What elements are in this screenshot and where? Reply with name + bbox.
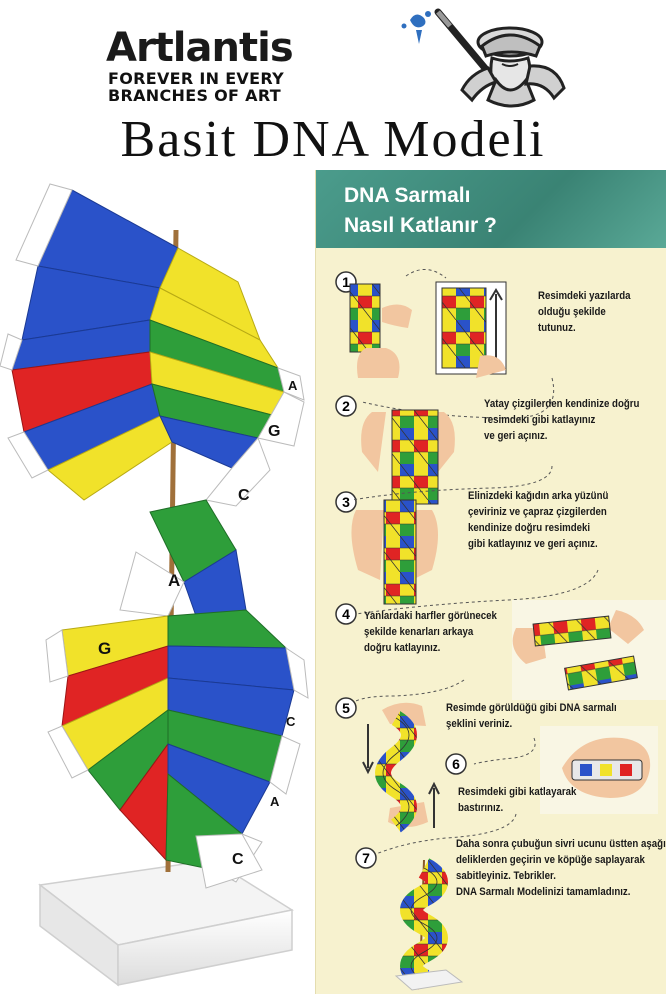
- dna-letter: A: [168, 571, 180, 590]
- dna-lower-helix: [45, 609, 309, 889]
- brand-tagline-line-1: FOREVER IN EVERY: [108, 69, 284, 88]
- artist-mascot-icon: [401, 8, 566, 108]
- instruction-card: DNA Sarmalı Nasıl Katlanır ? 1 2 3 4 5 6…: [315, 170, 666, 994]
- step-2-text: Yatay çizgilerden kendinize doğru resimd…: [484, 398, 640, 442]
- instruction-title-line-2: Nasıl Katlanır ?: [344, 214, 497, 237]
- svg-text:3: 3: [342, 494, 350, 510]
- step-6-illustration: [375, 726, 658, 855]
- page-title: Basit DNA Modeli: [120, 111, 546, 168]
- brand-tagline: FOREVER IN EVERY BRANCHES OF ART: [108, 70, 388, 104]
- step-1-illustration: [349, 269, 554, 419]
- svg-text:2: 2: [342, 398, 350, 414]
- paint-splash-icon: [401, 11, 431, 44]
- step-6-marker: 6: [445, 753, 467, 775]
- dna-letter: C: [238, 487, 250, 504]
- step-7-illustration: [394, 858, 464, 991]
- dna-letter: C: [286, 714, 296, 729]
- dna-letter: A: [288, 378, 298, 393]
- step-7-text: Daha sonra çubuğun sivri ucunu üstten aş…: [456, 838, 666, 898]
- foam-base: [38, 859, 294, 987]
- brand-logo: Artlantis FOREVER IN EVERY BRANCHES OF A…: [100, 6, 570, 110]
- instruction-title-line-1: DNA Sarmalı: [344, 184, 471, 207]
- step-3-marker: 3: [335, 491, 357, 513]
- dna-letter: G: [98, 639, 111, 658]
- dna-middle-helix: [119, 499, 247, 617]
- dna-letter: C: [232, 851, 244, 868]
- step-3-text: Elinizdeki kağıdın arka yüzünü çeviriniz…: [468, 490, 609, 550]
- step-2-illustration: [351, 409, 553, 505]
- instruction-illustrations: 1 2 3 4 5 6 7: [335, 269, 666, 991]
- step-5-marker: 5: [335, 697, 357, 719]
- dna-model-photo: A G C A G C A C: [0, 183, 309, 987]
- step-3-illustration: [351, 499, 599, 615]
- step-4-illustration: [353, 600, 666, 703]
- step-4-text: Yanlardaki harfler görünecek şekilde ken…: [364, 610, 497, 654]
- step-number-circles: 1 2 3 4 5 6 7: [335, 271, 467, 869]
- step-5-text: Resimde görüldüğü gibi DNA sarmalı şekli…: [446, 702, 617, 730]
- step-6-text: Resimdeki gibi katlayarak bastırınız.: [458, 786, 577, 814]
- dna-letter: A: [270, 794, 280, 809]
- step-4-marker: 4: [335, 603, 357, 625]
- step-2-marker: 2: [335, 395, 357, 417]
- svg-text:1: 1: [342, 274, 350, 290]
- dna-upper-helix: [0, 183, 305, 507]
- dna-letter: G: [268, 423, 280, 440]
- step-5-illustration: [362, 702, 536, 833]
- step-7-marker: 7: [355, 847, 377, 869]
- instruction-card-header: DNA Sarmalı Nasıl Katlanır ?: [316, 170, 666, 248]
- brand-name: Artlantis: [106, 25, 294, 71]
- svg-text:5: 5: [342, 700, 350, 716]
- brand-tagline-line-2: BRANCHES OF ART: [108, 86, 281, 105]
- step-1-text: Resimdeki yazılarda olduğu şekilde tutun…: [538, 290, 631, 334]
- svg-text:4: 4: [342, 606, 350, 622]
- svg-text:7: 7: [362, 850, 370, 866]
- svg-text:6: 6: [452, 756, 460, 772]
